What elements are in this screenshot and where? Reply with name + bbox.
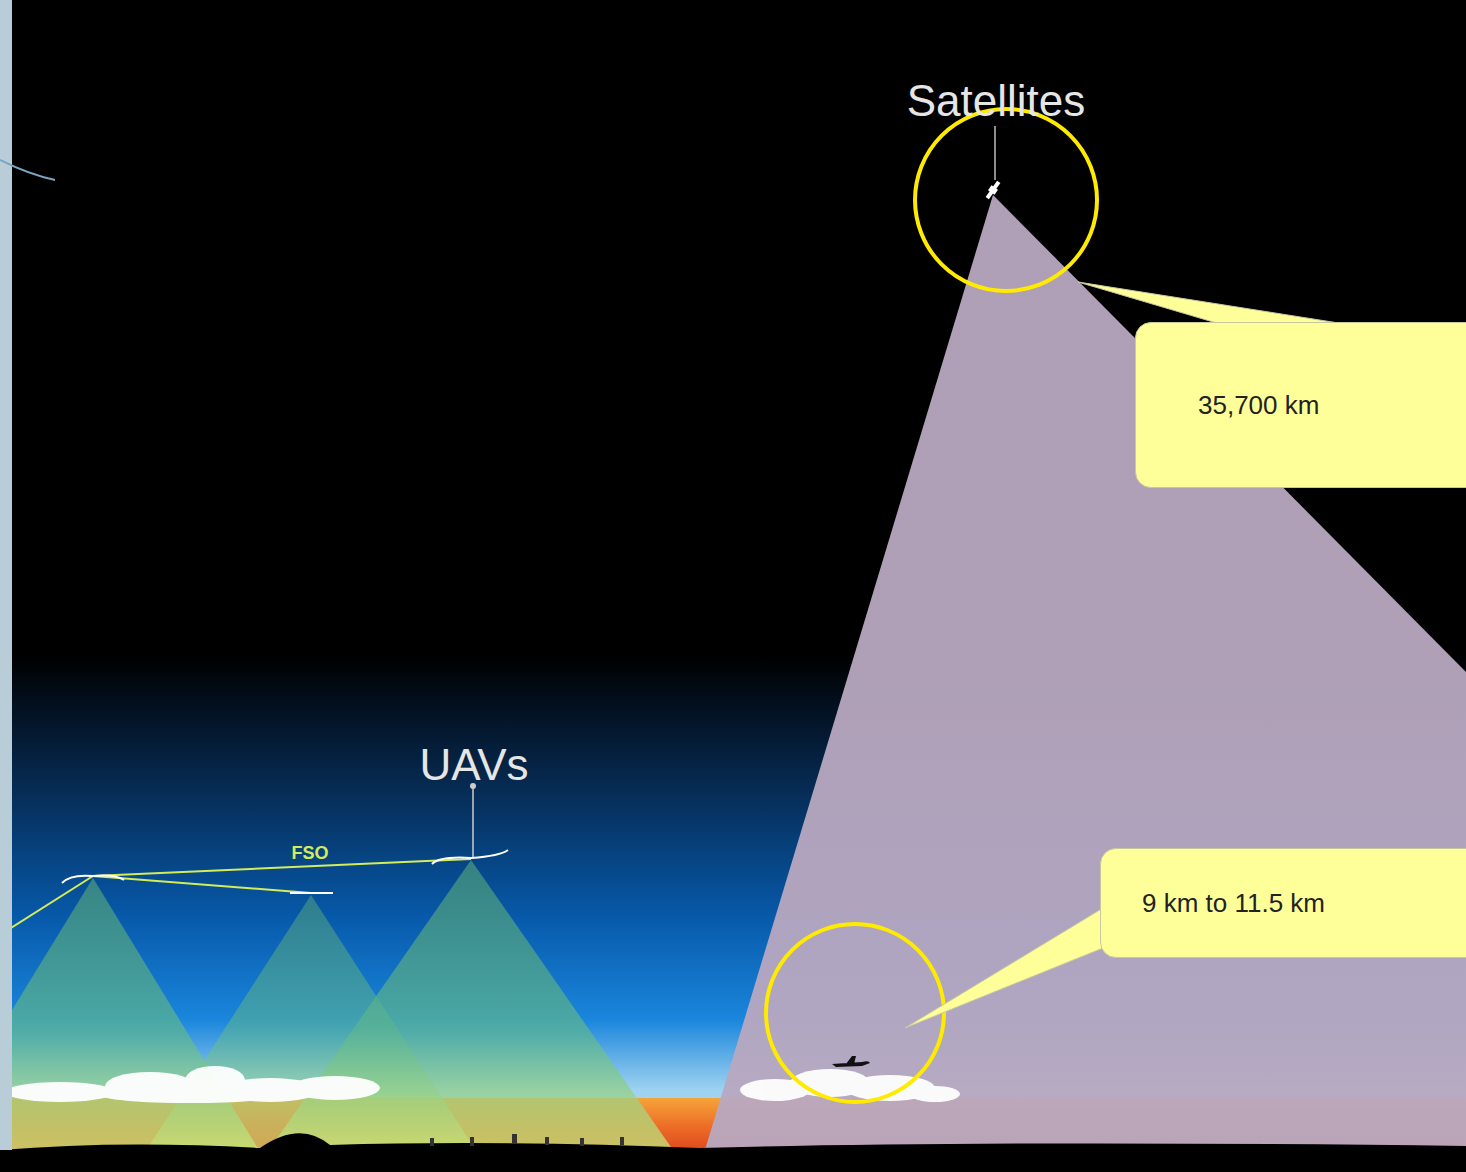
slide-edge (0, 0, 12, 1150)
ground-figures (430, 1134, 624, 1146)
callout-text: 9 km to 11.5 km (1142, 888, 1325, 919)
layer-label: UAVs (419, 740, 528, 790)
leader-line (994, 126, 996, 180)
callout-box: 35,700 km (1135, 322, 1466, 488)
clouds (5, 1066, 960, 1103)
callout-pointer (905, 908, 1103, 1028)
callout-pointer (1078, 282, 1345, 324)
layer-label: Satellites (907, 76, 1086, 126)
satellite-symbol (984, 180, 1002, 201)
fso-links (0, 859, 471, 935)
leader-line (472, 786, 474, 857)
link-label: FSO (291, 843, 328, 864)
highlight-circle (915, 109, 1097, 291)
callout-box: 9 km to 11.5 km (1100, 848, 1466, 958)
uav-symbols (62, 850, 508, 893)
uav-beam (262, 860, 680, 1160)
callout-text: 35,700 km (1198, 390, 1319, 421)
hills (0, 1133, 1466, 1172)
slide-edge-curve (0, 160, 55, 180)
highlight-circle (766, 924, 944, 1102)
airplane (832, 1056, 870, 1067)
